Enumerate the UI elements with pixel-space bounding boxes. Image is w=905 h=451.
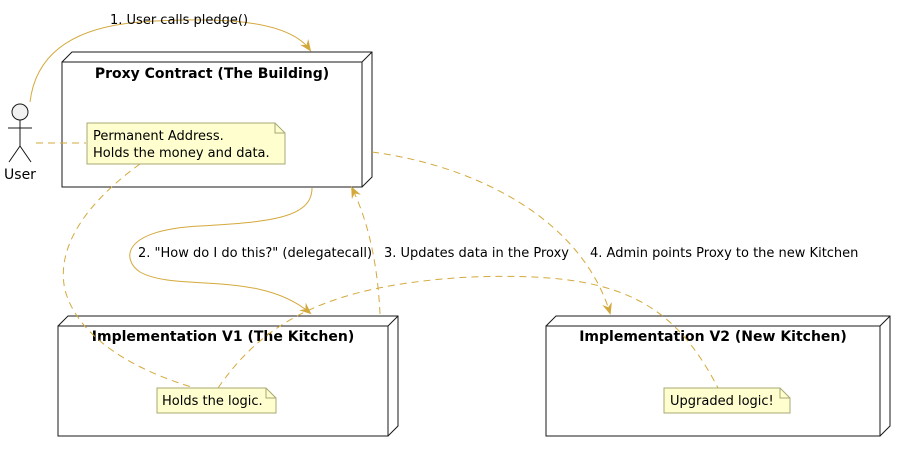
v1-note-text: Holds the logic.	[162, 394, 263, 409]
proxy-note: Permanent Address. Holds the money and d…	[86, 122, 286, 165]
v2-note-text: Upgraded logic!	[670, 394, 774, 409]
user-actor: User	[4, 103, 36, 183]
arrow-admin-upgrade	[371, 151, 612, 315]
implementation-v2-node: Implementation V2 (New Kitchen)	[545, 315, 891, 437]
user-actor-label: User	[4, 167, 36, 183]
edge-label-3: 3. Updates data in the Proxy	[384, 246, 569, 261]
edge-label-2: 2. "How do I do this?" (delegatecall)	[138, 246, 372, 261]
implementation-v1-node: Implementation V1 (The Kitchen)	[57, 315, 399, 437]
v1-note: Holds the logic.	[156, 387, 277, 414]
proxy-note-line-1: Permanent Address.	[93, 129, 224, 144]
implementation-v1-title: Implementation V1 (The Kitchen)	[92, 329, 354, 345]
proxy-contract-node: Proxy Contract (The Building)	[61, 51, 373, 188]
user-actor-head	[11, 103, 29, 121]
arrow-user-calls-pledge	[29, 19, 312, 103]
implementation-v2-title: Implementation V2 (New Kitchen)	[579, 329, 847, 345]
edge-label-1: 1. User calls pledge()	[110, 13, 248, 28]
arrows	[29, 19, 612, 315]
edge-label-4: 4. Admin points Proxy to the new Kitchen	[590, 246, 858, 261]
note-connectors	[36, 142, 719, 389]
proxy-note-to-v1-note-connector	[62, 163, 196, 389]
v2-note: Upgraded logic!	[663, 387, 791, 414]
proxy-contract-title: Proxy Contract (The Building)	[95, 66, 329, 82]
v1-note-to-v2-note-connector	[217, 275, 719, 389]
proxy-note-line-2: Holds the money and data.	[93, 146, 270, 161]
arrow-updates-data	[351, 186, 381, 315]
arrow-delegatecall	[129, 187, 313, 315]
